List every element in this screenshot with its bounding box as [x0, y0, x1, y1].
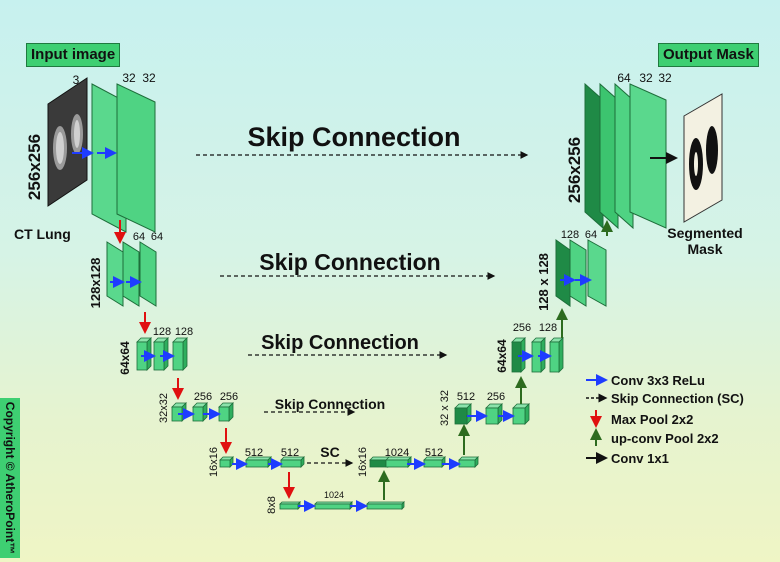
channel-label: 512	[281, 447, 299, 459]
channel-label: 64	[585, 229, 597, 241]
output-caption-line-1: Segmented	[667, 225, 742, 241]
channel-label: 256	[487, 391, 505, 403]
channel-label: 256	[513, 322, 531, 334]
channel-label: 1024	[385, 447, 409, 459]
dec4-block-concat	[454, 403, 472, 425]
dim-label: 16x16	[208, 447, 220, 477]
bottleneck-block-3	[366, 501, 405, 510]
channel-label: 512	[457, 391, 475, 403]
channel-label: 64	[617, 71, 631, 85]
copyright-banner: Copyright © AtheroPoint™	[0, 398, 20, 558]
dim-label: 256x256	[565, 137, 584, 203]
enc3-block-3	[172, 337, 188, 371]
output-caption-line-2: Mask	[687, 241, 722, 257]
legend-item-label: Conv 3x3 ReLu	[611, 373, 705, 388]
output-mask-header: Output Mask	[658, 43, 759, 67]
operation-arrows	[72, 147, 678, 512]
channel-label: 256	[194, 391, 212, 403]
dim-label: 64x64	[495, 339, 509, 373]
dim-label: 128x128	[88, 258, 103, 309]
enc1-plate-2	[116, 83, 156, 233]
channel-label: 128	[539, 322, 557, 334]
dec1-plate-3	[629, 83, 667, 229]
enc2-plate-1	[106, 241, 124, 307]
channel-label: 32	[639, 71, 653, 85]
dec5-block-1	[385, 456, 412, 468]
enc2-plate-2	[122, 241, 140, 307]
dec2-plate-1	[569, 239, 587, 307]
segmented-lung-mask-image	[683, 93, 723, 223]
dim-label: 32x32	[158, 393, 170, 423]
bottleneck-block-2	[314, 501, 353, 510]
input-image-header: Input image	[26, 43, 121, 67]
dec3-block-2	[549, 337, 564, 373]
skip-label-level-4: Skip Connection	[275, 396, 385, 412]
channel-label: 128	[561, 229, 579, 241]
dim-label: 256x256	[25, 134, 44, 200]
channel-label: 128	[175, 326, 193, 338]
dec4-block-2	[512, 403, 530, 425]
channel-label: 512	[245, 447, 263, 459]
channel-label: 3	[73, 73, 80, 87]
enc3-block-2	[153, 337, 169, 371]
channel-label: 256	[220, 391, 238, 403]
dec1-plate-2	[614, 82, 634, 230]
enc5-block-1	[219, 456, 234, 468]
dec2-plate-concat	[555, 239, 571, 307]
bottleneck-block-1	[279, 501, 301, 510]
enc5-block-3	[280, 456, 305, 468]
legend-item-label: up-conv Pool 2x2	[611, 431, 719, 446]
ct-lung-scan-image	[47, 77, 88, 207]
dim-label: 32 x 32	[439, 390, 451, 426]
dec1-plate-1	[599, 82, 619, 230]
skip-label-level-3: Skip Connection	[261, 332, 419, 354]
enc5-block-2	[245, 456, 272, 468]
skip-label-level-5: SC	[320, 444, 339, 460]
dim-label: 64x64	[118, 341, 132, 375]
channel-label: 32	[658, 71, 672, 85]
legend: Conv 3x3 ReLu Skip Connection (SC) Max P…	[586, 373, 744, 466]
legend-item-label: Max Pool 2x2	[611, 412, 693, 427]
channel-label: 64	[151, 231, 163, 243]
enc3-block-1	[136, 337, 152, 371]
skip-label-level-1: Skip Connection	[247, 122, 460, 152]
enc2-plate-3	[139, 241, 157, 307]
dim-label: 8x8	[266, 496, 278, 514]
legend-item-label: Conv 1x1	[611, 451, 669, 466]
legend-item-label: Skip Connection (SC)	[611, 391, 744, 406]
channel-label: 1024	[324, 490, 344, 500]
input-caption: CT Lung	[14, 226, 71, 242]
channel-label: 512	[425, 447, 443, 459]
enc4-block-1	[171, 402, 187, 422]
dim-label: 16x16	[357, 447, 369, 477]
channel-label: 32	[142, 71, 156, 85]
channel-label: 128	[153, 326, 171, 338]
enc4-block-3	[218, 402, 234, 422]
channel-label: 64	[133, 231, 145, 243]
enc4-block-2	[192, 402, 208, 422]
skip-label-level-2: Skip Connection	[259, 249, 440, 275]
dec2-plate-2	[587, 239, 607, 307]
feature-map-blocks	[91, 82, 667, 510]
channel-label: 32	[122, 71, 136, 85]
dim-label: 128 x 128	[536, 253, 551, 311]
dec4-block-1	[485, 403, 503, 425]
dec5-block-3	[458, 456, 479, 468]
